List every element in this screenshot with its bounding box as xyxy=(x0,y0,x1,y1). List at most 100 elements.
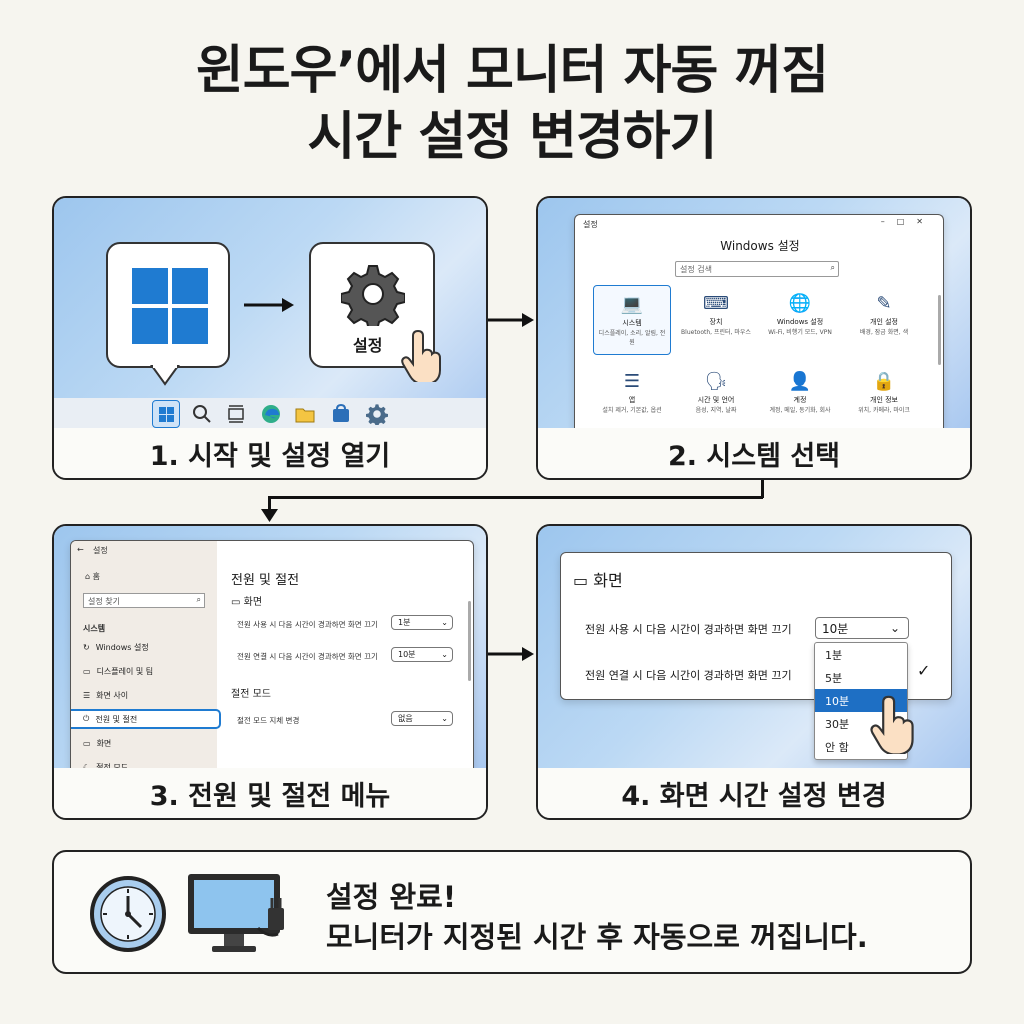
completion-title: 설정 완료! xyxy=(326,880,457,914)
settings-tile[interactable]: 🌐 Windows 설정 Wi-Fi, 비행기 모드, VPN xyxy=(761,285,839,355)
sync-icon: ↻ xyxy=(83,642,90,652)
maximize-icon[interactable]: □ xyxy=(896,217,917,226)
devices-icon: ⌨ xyxy=(703,293,729,314)
sidebar-item[interactable]: ↻ Windows 설정 xyxy=(83,637,213,657)
completion-message: 모니터가 지정된 시간 후 자동으로 꺼집니다. xyxy=(326,920,868,954)
settings-window: ← 설정 ⌂ 홈 설정 찾기 ⌕ 시스템 ↻Windows 설정▭디스플레이 및… xyxy=(70,540,474,770)
time-option[interactable]: 30분 xyxy=(825,717,850,731)
list-icon: ☰ xyxy=(83,690,91,700)
section-label: 시스템 xyxy=(83,624,106,633)
time-option[interactable]: 1분 xyxy=(825,648,843,662)
tile-description: 배경, 잠금 화면, 색 xyxy=(859,329,909,336)
settings-tile[interactable]: ⌨ 장치 Bluetooth, 프린터, 마우스 xyxy=(677,285,755,355)
row-label: 전원 사용 시 다음 시간이 경과하면 화면 끄기 xyxy=(585,623,792,636)
sidebar-item-label: Windows 설정 xyxy=(95,642,149,652)
title-line-2: 시간 설정 변경하기 xyxy=(307,107,718,167)
scrollbar[interactable] xyxy=(468,601,471,681)
arrow-down-icon xyxy=(261,509,278,522)
lock-icon: 🔒 xyxy=(872,371,896,392)
file-explorer-icon[interactable] xyxy=(294,403,316,425)
sidebar-item[interactable]: ☾절전 모드 xyxy=(83,757,213,771)
person-icon: 👤 xyxy=(788,371,812,392)
tile-name: 시스템 xyxy=(622,319,642,327)
search-icon[interactable] xyxy=(192,404,212,424)
search-input[interactable]: 설정 찾기 ⌕ xyxy=(83,593,205,608)
sidebar-item[interactable]: ▭디스플레이 및 팀 xyxy=(83,661,213,681)
step-1-illustration: 설정 xyxy=(54,198,486,430)
step-3-card: ← 설정 ⌂ 홈 설정 찾기 ⌕ 시스템 ↻Windows 설정▭디스플레이 및… xyxy=(52,524,488,820)
connector-line xyxy=(268,496,271,512)
tile-name: Windows 설정 xyxy=(776,318,824,326)
step-3-illustration: ← 설정 ⌂ 홈 설정 찾기 ⌕ 시스템 ↻Windows 설정▭디스플레이 및… xyxy=(54,526,486,770)
taskbar xyxy=(54,398,486,430)
windows-logo-icon xyxy=(132,268,208,344)
sidebar-item[interactable]: ☰ 화면 사이 xyxy=(83,685,213,705)
minimize-icon[interactable]: – xyxy=(880,217,897,226)
monitor-plug-icon xyxy=(188,874,284,952)
home-icon: ⌂ xyxy=(85,572,91,581)
sidebar-item-label: 전원 및 절전 xyxy=(95,714,138,724)
search-icon: ⌕ xyxy=(830,263,835,272)
settings-bubble[interactable]: 설정 xyxy=(309,242,441,382)
tile-name: 개인 정보 xyxy=(870,396,898,404)
scrollbar[interactable] xyxy=(938,295,941,365)
check-icon: ✓ xyxy=(917,661,931,680)
sidebar-item-label: 화면 xyxy=(96,738,112,748)
connector-line xyxy=(268,496,763,499)
time-option[interactable]: 안 함 xyxy=(825,740,849,754)
sidebar-item-label: 화면 사이 xyxy=(96,690,129,700)
settings-header: Windows 설정 xyxy=(720,239,800,253)
task-view-icon[interactable] xyxy=(226,404,246,424)
tile-description: Bluetooth, 프린터, 마우스 xyxy=(681,329,751,336)
arrow-right-icon xyxy=(244,298,294,312)
home-item[interactable]: ⌂ 홈 xyxy=(85,572,100,581)
screen-off-battery-dropdown[interactable]: 10분⌄ xyxy=(815,617,909,639)
screen-off-battery-dropdown[interactable]: 1분⌄ xyxy=(391,615,453,630)
time-option[interactable]: 5분 xyxy=(825,671,843,685)
screen-off-plugged-dropdown[interactable]: 10분⌄ xyxy=(391,647,453,662)
title-line-1: 윈도우’에서 모니터 자동 꺼짐 xyxy=(195,41,829,101)
chevron-down-icon: ⌄ xyxy=(889,621,900,635)
sidebar-item[interactable]: ▭ 화면 xyxy=(83,733,213,753)
screen-section: ▭ 화면 xyxy=(573,571,623,590)
page-title: 윈도우’에서 모니터 자동 꺼짐 시간 설정 변경하기 xyxy=(0,38,1024,170)
chevron-down-icon: ⌄ xyxy=(441,618,448,627)
step-1-caption: 1. 시작 및 설정 열기 xyxy=(54,428,486,478)
battery-icon: ▭ xyxy=(83,738,91,748)
close-icon[interactable]: ✕ xyxy=(916,217,935,226)
settings-gear-icon[interactable] xyxy=(366,403,388,425)
tile-name: 시간 및 언어 xyxy=(697,396,735,404)
sidebar: ← 설정 ⌂ 홈 설정 찾기 ⌕ 시스템 ↻Windows 설정▭디스플레이 및… xyxy=(71,541,221,771)
person-speech-icon: 🗣 xyxy=(704,371,728,392)
windows-start-icon[interactable] xyxy=(152,400,180,428)
back-icon[interactable]: ← xyxy=(77,545,84,554)
chevron-down-icon: ⌄ xyxy=(441,714,448,723)
tile-description: Wi-Fi, 비행기 모드, VPN xyxy=(768,329,832,336)
store-icon[interactable] xyxy=(330,403,352,425)
row-label: 절전 모드 지체 변경 xyxy=(237,716,300,725)
sidebar-item[interactable]: ⏻전원 및 절전 xyxy=(71,709,221,729)
edge-icon[interactable] xyxy=(260,403,282,425)
tile-name: 앱 xyxy=(628,396,636,404)
search-input[interactable]: 설정 검색 ⌕ xyxy=(675,261,839,277)
sleep-dropdown[interactable]: 없음⌄ xyxy=(391,711,453,726)
globe-icon: 🌐 xyxy=(788,293,812,314)
tile-name: 개인 설정 xyxy=(870,318,898,326)
step-1-card: 설정 1. 시작 및 설정 열기 xyxy=(52,196,488,480)
tile-name: 계정 xyxy=(793,396,807,404)
list-icon: ☰ xyxy=(623,371,641,392)
tile-name: 장치 xyxy=(709,318,723,326)
tile-description: 디스플레이, 소리, 알림, 전원 xyxy=(598,330,666,346)
arrow-right-icon xyxy=(488,647,534,661)
